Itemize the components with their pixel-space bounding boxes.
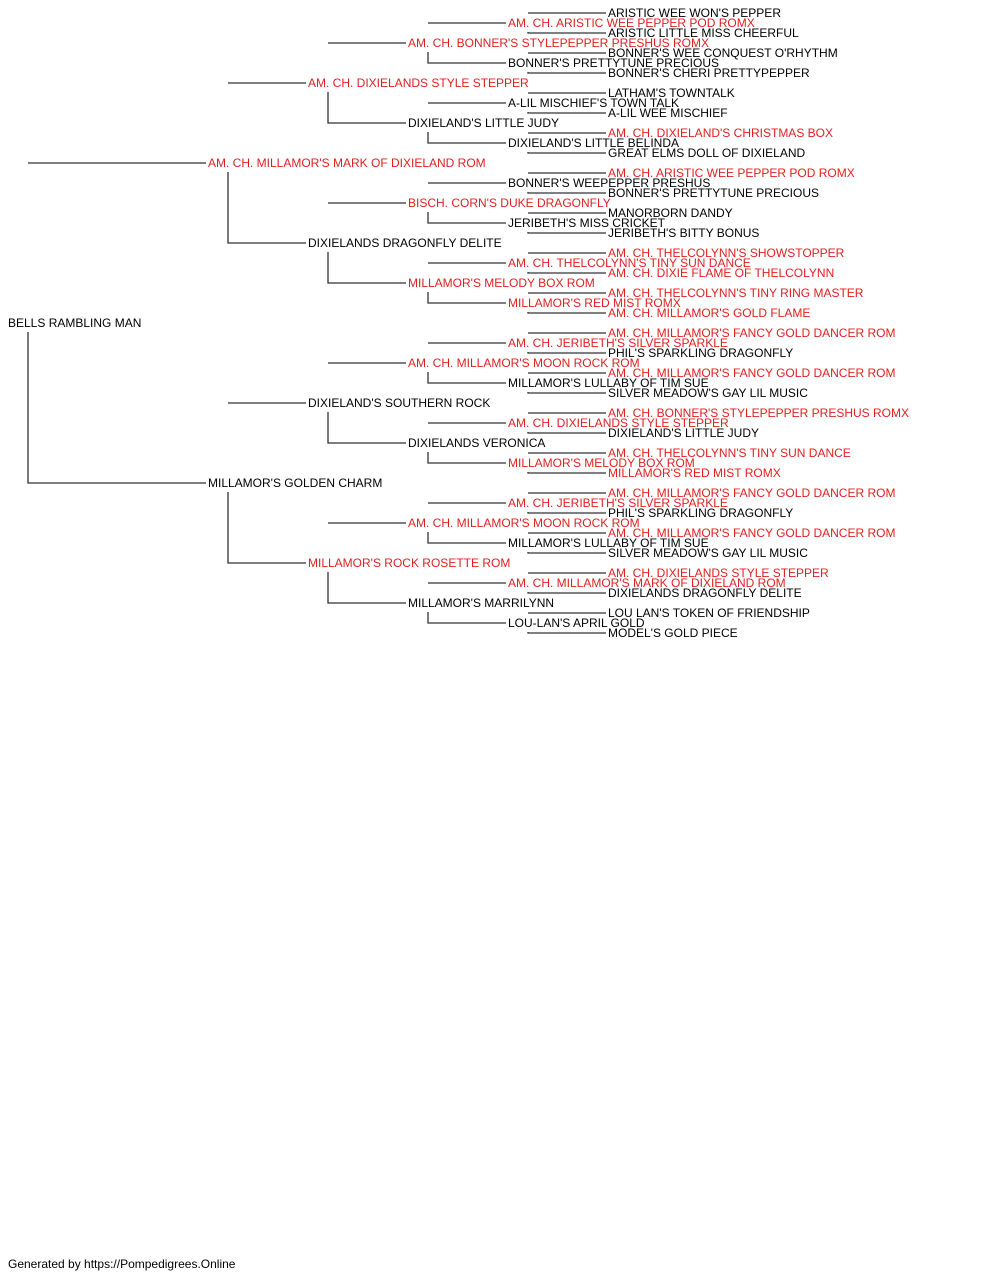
ancestor-name-gen4: AM. CH. DIXIELANDS STYLE STEPPER — [508, 416, 729, 430]
connector-dam-g4-0 — [527, 32, 606, 34]
ancestor-name-gen5: ARISTIC WEE WON'S PEPPER — [608, 6, 781, 20]
connector-dam-g2-0 — [327, 92, 406, 124]
ancestor-name-gen5: LOU LAN'S TOKEN OF FRIENDSHIP — [608, 606, 810, 620]
connector-dam-g3-2 — [427, 212, 506, 224]
connector-dam-g4-2 — [527, 112, 606, 114]
connector-dam-g0-0 — [27, 332, 206, 484]
footer-credit: Generated by https://Pompedigrees.Online — [8, 1257, 236, 1271]
ancestor-name-gen5: JERIBETH'S BITTY BONUS — [608, 226, 759, 240]
ancestor-name-gen5: AM. CH. THELCOLYNN'S SHOWSTOPPER — [608, 246, 845, 260]
connector-dam-g4-14 — [527, 592, 606, 594]
ancestor-name-gen3: BISCH. CORN'S DUKE DRAGONFLY — [408, 196, 611, 210]
connector-dam-g3-4 — [427, 372, 506, 384]
ancestor-name-gen5: MILLAMOR'S RED MIST ROMX — [608, 466, 781, 480]
connector-dam-g4-15 — [527, 632, 606, 634]
connector-dam-g3-1 — [427, 132, 506, 144]
ancestor-name-gen4: AM. CH. JERIBETH'S SILVER SPARKLE — [508, 496, 728, 510]
ancestor-name-gen3: AM. CH. BONNER'S STYLEPEPPER PRESHUS ROM… — [408, 36, 709, 50]
connector-dam-g3-5 — [427, 452, 506, 464]
ancestor-name-gen5: AM. CH. ARISTIC WEE PEPPER POD ROMX — [608, 166, 855, 180]
ancestor-name-gen5: PHIL'S SPARKLING DRAGONFLY — [608, 346, 793, 360]
ancestor-name-gen3: MILLAMOR'S MELODY BOX ROM — [408, 276, 595, 290]
ancestor-name-gen2: DIXIELANDS DRAGONFLY DELITE — [308, 236, 502, 250]
ancestor-name-gen5: AM. CH. MILLAMOR'S FANCY GOLD DANCER ROM — [608, 526, 895, 540]
ancestor-name-gen5: MANORBORN DANDY — [608, 206, 733, 220]
ancestor-name-gen5: ARISTIC LITTLE MISS CHEERFUL — [608, 26, 799, 40]
ancestor-name-gen5: AM. CH. MILLAMOR'S GOLD FLAME — [608, 306, 810, 320]
ancestor-name-gen5: DIXIELAND'S LITTLE JUDY — [608, 426, 759, 440]
ancestor-name-gen5: A-LIL WEE MISCHIEF — [608, 106, 728, 120]
ancestor-name-gen1: AM. CH. MILLAMOR'S MARK OF DIXIELAND ROM — [208, 156, 486, 170]
connector-dam-g4-12 — [527, 512, 606, 514]
ancestor-name-gen5: AM. CH. DIXIELANDS STYLE STEPPER — [608, 566, 829, 580]
ancestor-name-gen5: AM. CH. THELCOLYNN'S TINY SUN DANCE — [608, 446, 851, 460]
connector-dam-g4-1 — [527, 72, 606, 74]
ancestor-name-gen5: PHIL'S SPARKLING DRAGONFLY — [608, 506, 793, 520]
connector-dam-g1-1 — [227, 492, 306, 564]
connector-dam-g4-13 — [527, 552, 606, 554]
ancestor-name-gen5: LATHAM'S TOWNTALK — [608, 86, 735, 100]
connector-dam-g1-0 — [227, 172, 306, 244]
ancestor-name-gen4: MILLAMOR'S RED MIST ROMX — [508, 296, 681, 310]
connector-dam-g3-7 — [427, 612, 506, 624]
connector-dam-g3-0 — [427, 52, 506, 64]
ancestor-name-gen5: BONNER'S WEE CONQUEST O'RHYTHM — [608, 46, 838, 60]
ancestor-name-gen4: MILLAMOR'S LULLABY OF TIM SUE — [508, 376, 709, 390]
connector-dam-g4-3 — [527, 152, 606, 154]
ancestor-name-gen5: SILVER MEADOW'S GAY LIL MUSIC — [608, 546, 808, 560]
ancestor-name-gen4: MILLAMOR'S MELODY BOX ROM — [508, 456, 695, 470]
ancestor-name-gen5: MODEL'S GOLD PIECE — [608, 626, 738, 640]
connector-dam-g4-7 — [527, 312, 606, 314]
ancestor-name-gen5: AM. CH. THELCOLYNN'S TINY RING MASTER — [608, 286, 864, 300]
ancestor-name-gen5: GREAT ELMS DOLL OF DIXIELAND — [608, 146, 805, 160]
connector-dam-g2-2 — [327, 412, 406, 444]
connector-dam-g2-1 — [327, 252, 406, 284]
ancestor-name-gen4: AM. CH. ARISTIC WEE PEPPER POD ROMX — [508, 16, 755, 30]
ancestor-name-gen4: AM. CH. MILLAMOR'S MARK OF DIXIELAND ROM — [508, 576, 786, 590]
connector-dam-g4-9 — [527, 392, 606, 394]
ancestor-name-gen4: AM. CH. JERIBETH'S SILVER SPARKLE — [508, 336, 728, 350]
connector-dam-g3-6 — [427, 532, 506, 544]
ancestor-name-gen5: DIXIELANDS DRAGONFLY DELITE — [608, 586, 802, 600]
ancestor-name-gen5: BONNER'S PRETTYTUNE PRECIOUS — [608, 186, 819, 200]
ancestor-name-gen5: AM. CH. MILLAMOR'S FANCY GOLD DANCER ROM — [608, 326, 895, 340]
ancestor-name-gen5: BONNER'S CHERI PRETTYPEPPER — [608, 66, 810, 80]
ancestor-name-gen3: DIXIELANDS VERONICA — [408, 436, 545, 450]
ancestor-name-gen2: AM. CH. DIXIELANDS STYLE STEPPER — [308, 76, 529, 90]
ancestor-name-gen5: AM. CH. DIXIE FLAME OF THELCOLYNN — [608, 266, 834, 280]
ancestor-name-gen1: MILLAMOR'S GOLDEN CHARM — [208, 476, 382, 490]
ancestor-name-gen4: BONNER'S WEEPEPPER PRESHUS — [508, 176, 710, 190]
ancestor-name-gen4: AM. CH. THELCOLYNN'S TINY SUN DANCE — [508, 256, 751, 270]
connector-dam-g4-4 — [527, 192, 606, 194]
connector-dam-g4-5 — [527, 232, 606, 234]
ancestor-name-gen5: AM. CH. BONNER'S STYLEPEPPER PRESHUS ROM… — [608, 406, 909, 420]
ancestor-name-gen3: DIXIELAND'S LITTLE JUDY — [408, 116, 559, 130]
ancestor-name-gen2: DIXIELAND'S SOUTHERN ROCK — [308, 396, 490, 410]
ancestor-name-gen4: JERIBETH'S MISS CRICKET — [508, 216, 666, 230]
ancestor-name-gen5: SILVER MEADOW'S GAY LIL MUSIC — [608, 386, 808, 400]
connector-dam-g4-11 — [527, 472, 606, 474]
ancestor-name-gen2: MILLAMOR'S ROCK ROSETTE ROM — [308, 556, 510, 570]
ancestor-name-gen5: AM. CH. DIXIELAND'S CHRISTMAS BOX — [608, 126, 833, 140]
ancestor-name-gen4: A-LIL MISCHIEF'S TOWN TALK — [508, 96, 679, 110]
ancestor-name-gen4: LOU-LAN'S APRIL GOLD — [508, 616, 645, 630]
ancestor-name-gen3: AM. CH. MILLAMOR'S MOON ROCK ROM — [408, 356, 640, 370]
connector-dam-g4-10 — [527, 432, 606, 434]
connector-dam-g4-8 — [527, 352, 606, 354]
ancestor-name-gen4: BONNER'S PRETTYTUNE PRECIOUS — [508, 56, 719, 70]
ancestor-name-gen4: DIXIELAND'S LITTLE BELINDA — [508, 136, 679, 150]
ancestor-name-gen3: AM. CH. MILLAMOR'S MOON ROCK ROM — [408, 516, 640, 530]
connector-dam-g3-3 — [427, 292, 506, 304]
ancestor-name-gen4: MILLAMOR'S LULLABY OF TIM SUE — [508, 536, 709, 550]
ancestor-name-gen3: MILLAMOR'S MARRILYNN — [408, 596, 554, 610]
connector-dam-g2-3 — [327, 572, 406, 604]
subject-dog-name: BELLS RAMBLING MAN — [8, 316, 141, 330]
ancestor-name-gen5: AM. CH. MILLAMOR'S FANCY GOLD DANCER ROM — [608, 486, 895, 500]
ancestor-name-gen5: AM. CH. MILLAMOR'S FANCY GOLD DANCER ROM — [608, 366, 895, 380]
connector-dam-g4-6 — [527, 272, 606, 274]
